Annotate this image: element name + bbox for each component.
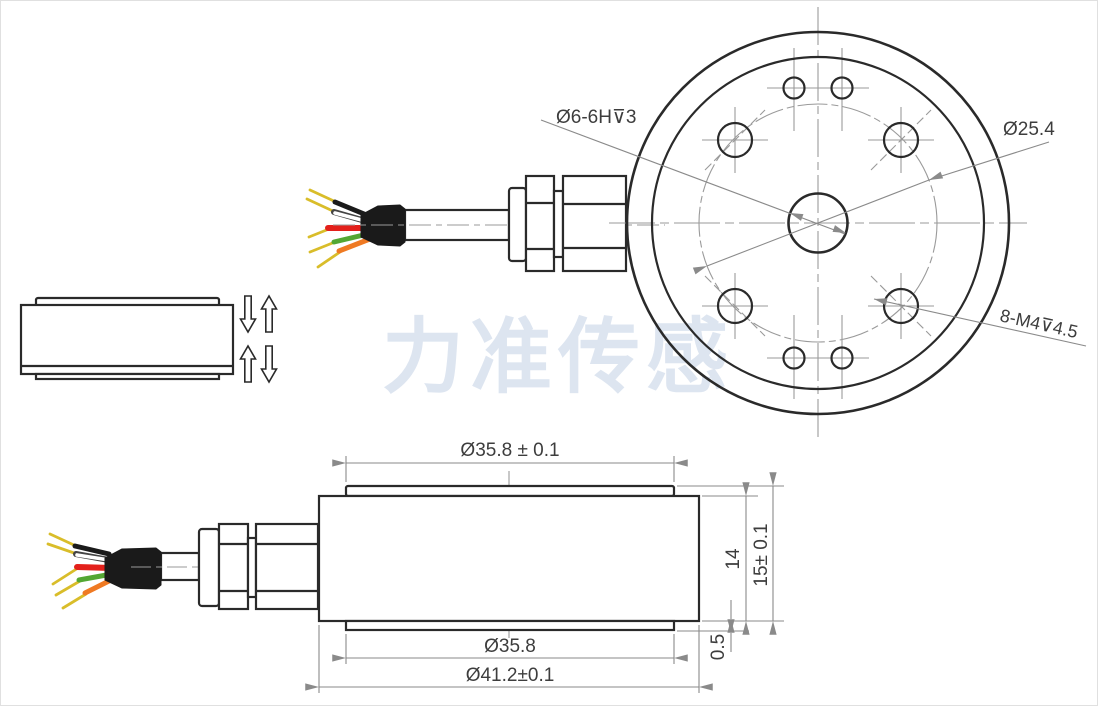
bolt-circle-leader xyxy=(928,141,1050,181)
leader-arrowhead xyxy=(790,213,804,221)
wire-tip xyxy=(308,240,337,254)
body xyxy=(317,494,701,623)
dimensions: Ø35.8 ± 0.1 Ø35.8 Ø41.2±0.1 14 15± 0.1 xyxy=(305,440,784,693)
top-boss xyxy=(344,484,676,498)
wire-tip xyxy=(308,188,338,204)
leader-arrowhead xyxy=(874,298,888,306)
wire-white xyxy=(75,553,111,562)
force-down-arrow-icon xyxy=(239,295,257,334)
wire-tip xyxy=(48,532,78,548)
mounting-holes xyxy=(716,76,920,370)
side-view-large: Ø35.8 ± 0.1 Ø35.8 Ø41.2±0.1 14 15± 0.1 xyxy=(46,440,784,693)
connector-flange xyxy=(197,527,221,608)
load-direction-arrows xyxy=(239,294,278,384)
connector-neck xyxy=(552,189,565,259)
connector-fitting xyxy=(254,522,320,611)
brand-watermark: 力准传感 xyxy=(382,310,734,405)
force-down-arrow-icon xyxy=(260,345,278,384)
outer-diameter-dim-text: Ø41.2±0.1 xyxy=(466,665,555,686)
mounting-holes-leader xyxy=(873,298,1087,347)
outer-diameter-circle xyxy=(625,30,1011,416)
force-up-arrow-icon xyxy=(239,344,257,383)
side-view-small xyxy=(19,294,278,384)
force-up-arrow-icon xyxy=(260,294,278,333)
wire-tip xyxy=(61,592,88,610)
body xyxy=(19,303,235,376)
leader-arrowhead xyxy=(832,225,846,233)
wire-tip xyxy=(316,250,342,269)
connector-neck xyxy=(246,536,258,599)
wire-tip xyxy=(305,197,337,214)
total-height-dim-text: 15± 0.1 xyxy=(751,523,772,586)
lip-height-dim-text: 0.5 xyxy=(708,634,729,660)
cable-assembly-bottom xyxy=(46,522,336,611)
cable-assembly-top xyxy=(305,174,665,273)
wire-tip xyxy=(307,227,331,239)
bottom-boss-dim-text: Ø35.8 xyxy=(484,636,536,657)
hole-centerlines xyxy=(702,48,934,399)
wire-tip xyxy=(54,579,82,597)
connector-hex-nut xyxy=(524,174,556,273)
connector-hex-nut xyxy=(217,522,250,611)
body-height-dim-text: 14 xyxy=(723,548,744,570)
top-boss-dim-text: Ø35.8 ± 0.1 xyxy=(460,440,559,461)
strain-relief-boot xyxy=(104,547,162,590)
wire-black xyxy=(72,543,112,557)
bottom-lip xyxy=(34,372,221,381)
bolt-circle-dim-text: Ø25.4 xyxy=(1003,119,1055,140)
connector-flange xyxy=(507,186,528,263)
center-hole-dim-text: Ø6-6H⊽3 xyxy=(556,107,636,128)
inner-boss-circle xyxy=(650,55,986,391)
bolt-circle-dim-line xyxy=(692,171,944,275)
bottom-boss xyxy=(344,619,676,632)
wire-tip xyxy=(46,542,79,556)
wire-tip xyxy=(51,566,80,586)
mounting-holes-dim-text: 8-M4⊽4.5 xyxy=(998,305,1080,342)
